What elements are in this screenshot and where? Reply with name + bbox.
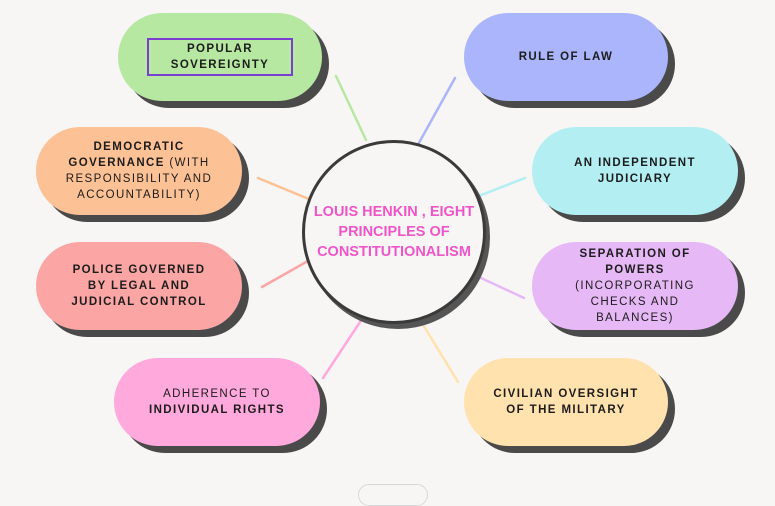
node-separation-of-powers-line5: BALANCES) (596, 312, 674, 324)
node-police-governed-line1: POLICE GOVERNED (72, 264, 206, 276)
node-democratic-governance-line2-rest: (WITH (164, 157, 210, 169)
node-independent-judiciary-line2: JUDICIARY (597, 173, 673, 185)
node-independent-judiciary-line1: AN INDEPENDENT (574, 157, 696, 169)
connector-democratic-governance (256, 176, 318, 204)
center-circle[interactable]: LOUIS HENKIN , EIGHT PRINCIPLES OF CONST… (302, 140, 486, 324)
node-civilian-oversight[interactable]: CIVILIAN OVERSIGHT OF THE MILITARY (464, 358, 668, 446)
node-civilian-oversight-line1: CIVILIAN OVERSIGHT (493, 388, 639, 400)
node-popular-sovereignty-line2: SOVEREIGNTY (170, 59, 270, 71)
node-police-governed[interactable]: POLICE GOVERNED BY LEGAL AND JUDICIAL CO… (36, 242, 242, 330)
node-democratic-governance-line4: ACCOUNTABILITY) (77, 189, 201, 201)
node-individual-rights-line1: ADHERENCE TO (163, 388, 271, 400)
node-democratic-governance-line2-bold: GOVERNANCE (68, 157, 165, 169)
connector-separation-of-powers (464, 269, 526, 300)
center-title: LOUIS HENKIN , EIGHT PRINCIPLES OF CONST… (305, 202, 483, 262)
node-separation-of-powers-line2: POWERS (605, 264, 665, 276)
center-title-line2: PRINCIPLES OF (338, 224, 450, 240)
node-popular-sovereignty[interactable]: POPULAR SOVEREIGNTY (118, 13, 322, 101)
connector-rule-of-law (413, 76, 457, 152)
node-rule-of-law[interactable]: RULE OF LAW (464, 13, 668, 101)
node-democratic-governance-line3: RESPONSIBILITY AND (65, 173, 213, 185)
node-individual-rights-line2: INDIVIDUAL RIGHTS (148, 404, 286, 416)
node-rule-of-law-line1: RULE OF LAW (518, 51, 614, 63)
node-separation-of-powers[interactable]: SEPARATION OF POWERS (INCORPORATING CHEC… (532, 242, 738, 330)
node-democratic-governance-line2: GOVERNANCE (WITH (68, 155, 209, 171)
center-title-line3: CONSTITUTIONALISM (317, 244, 471, 260)
connector-popular-sovereignty (334, 74, 368, 142)
center-title-line1: LOUIS HENKIN , EIGHT (313, 204, 475, 220)
node-democratic-governance[interactable]: DEMOCRATIC GOVERNANCE (WITH RESPONSIBILI… (36, 127, 242, 215)
node-separation-of-powers-line4: CHECKS AND (590, 296, 680, 308)
connector-civilian-oversight (412, 308, 460, 384)
connector-individual-rights (321, 308, 370, 380)
node-popular-sovereignty-line1: POPULAR (186, 43, 253, 55)
node-independent-judiciary[interactable]: AN INDEPENDENT JUDICIARY (532, 127, 738, 215)
node-separation-of-powers-line1: SEPARATION OF (579, 248, 691, 260)
node-police-governed-line2: BY LEGAL AND (87, 280, 191, 292)
node-individual-rights[interactable]: ADHERENCE TO INDIVIDUAL RIGHTS (114, 358, 320, 446)
node-police-governed-line3: JUDICIAL CONTROL (71, 296, 207, 308)
node-democratic-governance-line1: DEMOCRATIC (93, 141, 185, 153)
node-civilian-oversight-line2: OF THE MILITARY (506, 404, 626, 416)
node-separation-of-powers-line3: (INCORPORATING (575, 280, 695, 292)
bottom-tab-handle[interactable] (358, 484, 428, 506)
selection-box: POPULAR SOVEREIGNTY (146, 38, 294, 76)
